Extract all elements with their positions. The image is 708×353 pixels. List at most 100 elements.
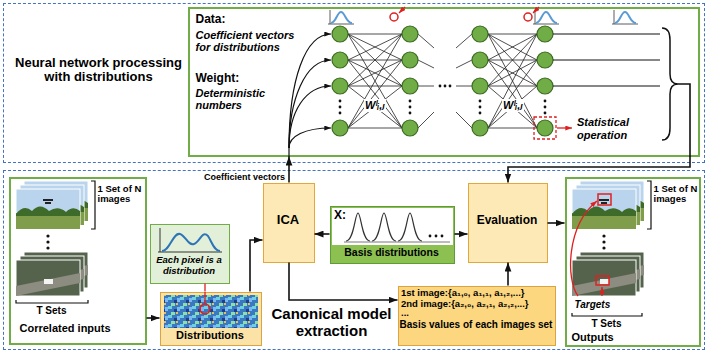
node-label: Basis distributions — [331, 246, 452, 258]
neuron — [332, 52, 348, 68]
node-label: Correlated inputs — [20, 322, 144, 335]
dot — [602, 246, 605, 249]
target-arrow — [601, 287, 602, 296]
connector-group — [147, 157, 691, 319]
neuron — [402, 120, 418, 136]
neuron — [332, 120, 348, 136]
input-arrow — [289, 128, 331, 148]
node-label: Each pixel is a distribution — [151, 255, 227, 277]
basis-curve — [346, 213, 422, 241]
neuron — [472, 26, 488, 42]
connector-arrow — [315, 233, 330, 235]
neuron — [472, 78, 488, 94]
ellipsis-dots — [339, 85, 547, 115]
node-label: 1st image:{a₁,₀, a₁,₁, a₁,₂,...} — [401, 288, 553, 299]
statistic-marker — [390, 13, 398, 21]
dot — [339, 106, 342, 109]
connector-arrow — [147, 317, 160, 319]
dot — [544, 112, 547, 115]
node-label: Deterministic numbers — [196, 87, 286, 112]
target-box — [596, 276, 609, 285]
neuron — [537, 26, 553, 42]
dot — [544, 100, 547, 103]
dot — [46, 246, 49, 249]
dot — [409, 100, 412, 103]
node-label: Weight: — [196, 72, 276, 86]
connector-arrow — [455, 233, 468, 235]
dot — [544, 106, 547, 109]
connector-label: Coefficient vectors — [196, 172, 286, 182]
dot — [409, 106, 412, 109]
plot-area — [332, 208, 453, 245]
node-label: T Sets — [16, 305, 88, 317]
dot — [444, 85, 447, 88]
neuron — [537, 52, 553, 68]
bracket — [647, 181, 651, 229]
connector-arrow — [548, 222, 565, 224]
input-arrow — [289, 34, 331, 157]
dot — [339, 112, 342, 115]
node-label: 2nd image:{a₂,₀, a₂,₁, a₂,₂,...} — [401, 299, 553, 310]
bracket — [91, 181, 95, 229]
bracket — [16, 300, 88, 303]
statistic-arrow — [533, 7, 539, 13]
node-label: Targets — [575, 299, 635, 311]
output-brace — [662, 28, 678, 140]
photo — [572, 260, 636, 296]
statistic-arrow — [557, 127, 572, 128]
connector-arrow — [250, 240, 263, 292]
process-box: Evaluation — [468, 183, 548, 263]
plot-axes — [344, 242, 450, 243]
neuron — [472, 52, 488, 68]
node-label: ICA — [262, 213, 314, 228]
photo — [16, 260, 80, 296]
dot — [479, 112, 482, 115]
statistic-arrow — [399, 7, 405, 13]
dot — [449, 85, 452, 88]
highlight-box — [534, 117, 556, 139]
node-label: Outputs — [572, 331, 696, 344]
connector-arrow — [204, 284, 205, 292]
neuron — [472, 120, 488, 136]
node-label: Coefficient vectors for distributions — [196, 29, 300, 54]
output-arrow — [553, 34, 660, 86]
node-label: Basis values of each images set — [399, 319, 553, 331]
distribution-curve — [162, 234, 220, 251]
target-arrow — [571, 201, 597, 296]
input-arrow — [289, 86, 331, 148]
node-label: Canonical model extraction — [262, 305, 402, 340]
connector-arrow — [507, 263, 509, 286]
pixel-marker — [200, 304, 210, 314]
neuron — [402, 78, 418, 94]
dot — [429, 235, 432, 238]
dot — [479, 106, 482, 109]
neuron — [402, 52, 418, 68]
bracket — [572, 313, 642, 316]
node-label: X: — [334, 209, 354, 223]
photo — [572, 189, 636, 229]
dot — [46, 240, 49, 243]
input-arrow — [289, 60, 331, 148]
output-lead — [678, 84, 690, 157]
pixel-box: Each pixel is a distribution — [150, 224, 230, 284]
weight-lines — [348, 34, 537, 128]
dot — [435, 235, 438, 238]
node-label: Neural network processing with distribut… — [12, 56, 186, 86]
connector-arrow — [288, 157, 290, 183]
node-label: Data: — [196, 13, 276, 27]
values-box: 1st image:{a₁,₀, a₁,₁, a₁,₂,...}2nd imag… — [398, 286, 556, 346]
node-label: Distributions — [161, 329, 259, 342]
node-label: ... — [401, 308, 553, 319]
dot — [46, 234, 49, 237]
annotation-label: Wˡᵢ,ⱼ — [502, 99, 524, 112]
dot — [439, 85, 442, 88]
plot-axes — [158, 228, 222, 252]
dot — [441, 235, 444, 238]
node-label: Evaluation — [467, 214, 547, 228]
distribution-icon-axes — [328, 10, 638, 24]
connector-arrow — [289, 263, 398, 301]
neuron — [332, 78, 348, 94]
dot — [602, 234, 605, 237]
annotation-label: Wˡᵢ,ⱼ — [364, 99, 386, 112]
